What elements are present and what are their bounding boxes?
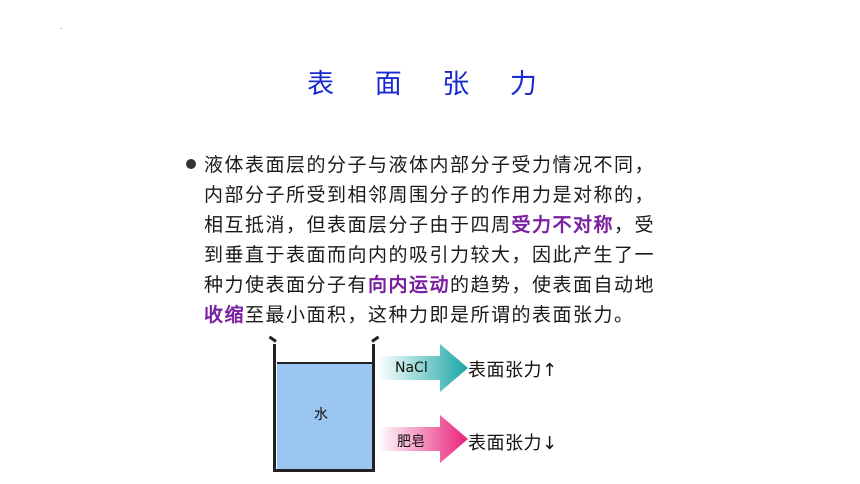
para-line-6: 收缩至最小面积，这种力即是所谓的表面张力。 [204,300,724,330]
para-line-3-a: 相互抵消，但表面层分子由于四周 [204,214,512,236]
soap-arrow-icon [378,415,468,463]
beaker-left-wall [273,344,276,472]
para-line-1: 液体表面层的分子与液体内部分子受力情况不同， [204,154,656,176]
tension-increase-text: 表面张力↑ [468,360,558,381]
beaker-right-lip [371,335,380,343]
para-line-5: 种力使表面分子有向内运动的趋势，使表面自动地 [204,270,724,300]
beaker-water [277,362,372,471]
soap-label: 肥皂 [397,434,425,450]
water-label: 水 [314,407,328,423]
para-line-2: 内部分子所受到相邻周围分子的作用力是对称的， [204,184,656,206]
para-line-5-b: 的趋势，使表面自动地 [450,274,656,296]
para-line-6-b: 至最小面积，这种力即是所谓的表面张力。 [245,304,635,326]
para-line-3: 相互抵消，但表面层分子由于四周受力不对称，受 [204,210,724,240]
para-line-3-b: ，受 [614,214,656,236]
paragraph-text: 液体表面层的分子与液体内部分子受力情况不同， 内部分子所受到相邻周围分子的作用力… [204,150,724,330]
para-line-4: 到垂直于表面而向内的吸引力较大，因此产生了一 [204,244,656,266]
nacl-label: NaCl [395,360,428,376]
tension-decrease-text: 表面张力↓ [468,433,558,454]
para-line-5-a: 种力使表面分子有 [204,274,369,296]
beaker-left-lip [268,335,277,343]
beaker-right-wall [372,344,375,472]
highlight-shrink: 收缩 [204,304,246,326]
nacl-arrow-icon [378,344,468,392]
corner-mark: . [60,22,63,31]
highlight-asymmetric-force: 受力不对称 [511,214,615,236]
highlight-inward-motion: 向内运动 [368,274,451,296]
slide-title: 表 面 张 力 [307,69,553,100]
bullet-dot [186,159,196,169]
beaker-bottom [273,469,375,472]
